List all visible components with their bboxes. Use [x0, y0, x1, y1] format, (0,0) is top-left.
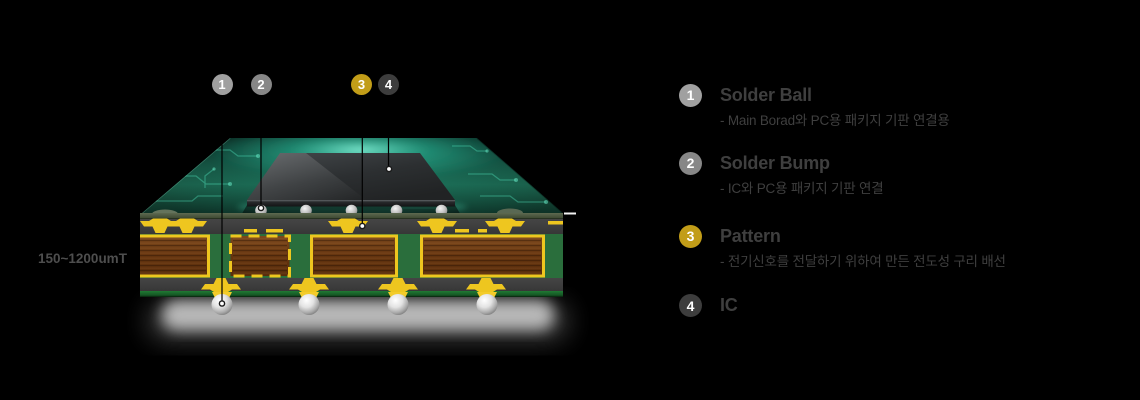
callout-number: 4 — [384, 76, 393, 92]
legend-title: IC — [720, 295, 738, 315]
gold-vias-top — [140, 218, 563, 233]
callout-leaders — [221, 94, 390, 302]
legend-desc: - 전기신호를 전달하기 위하여 만든 전도성 구리 배선 — [720, 253, 1006, 269]
legend-badge-2: 2 — [679, 151, 702, 175]
callout-balloon-2: 2 — [250, 73, 272, 95]
legend-badge-3: 3 — [679, 224, 702, 248]
gold-vias-bottom — [201, 278, 506, 292]
board-illustration — [140, 94, 576, 340]
solder-ball — [298, 294, 320, 315]
callout-dot-3 — [358, 222, 366, 230]
package-diagram: 1 2 3 4 150~1200umT — [38, 73, 576, 340]
legend-desc: - IC와 PC용 패키지 기판 연결 — [720, 180, 884, 196]
solder-balls — [211, 292, 498, 315]
legend-title: Solder Ball — [720, 84, 812, 105]
callout-number: 3 — [357, 76, 366, 92]
circuit-nodes — [212, 149, 548, 204]
legend-badge-4: 4 — [679, 294, 702, 317]
legend-title: Solder Bump — [720, 152, 830, 173]
callout-dot-4 — [385, 165, 393, 173]
legend-item-solder-ball: 1 Solder Ball - Main Borad와 PC용 패키지 기판 연… — [679, 83, 950, 129]
legend-item-solder-bump: 2 Solder Bump - IC와 PC용 패키지 기판 연결 — [679, 151, 884, 197]
copper-pattern-blocks — [140, 234, 545, 278]
ic-chip — [247, 153, 455, 207]
badge-number: 1 — [686, 87, 695, 103]
measure-tick — [564, 212, 576, 215]
badge-number: 3 — [686, 228, 695, 244]
solder-ball — [387, 294, 409, 315]
badge-number: 4 — [686, 297, 695, 314]
callout-number: 1 — [218, 76, 226, 92]
callout-dot-2 — [257, 204, 265, 212]
legend-badge-1: 1 — [679, 83, 702, 107]
legend-desc: - Main Borad와 PC용 패키지 기판 연결용 — [720, 112, 950, 128]
thickness-label: 150~1200umT — [38, 251, 127, 266]
legend: 1 Solder Ball - Main Borad와 PC용 패키지 기판 연… — [679, 0, 1119, 400]
legend-item-ic: 4 IC — [679, 294, 738, 317]
substrate-cross-section — [140, 213, 563, 297]
callout-balloon-1: 1 — [211, 73, 233, 95]
callout-dots — [218, 165, 393, 307]
callout-dot-1 — [218, 300, 226, 307]
callout-number: 2 — [257, 76, 265, 92]
badge-number: 2 — [686, 155, 695, 171]
legend-item-pattern: 3 Pattern - 전기신호를 전달하기 위하여 만든 전도성 구리 배선 — [679, 224, 1006, 270]
callout-balloon-3: 3 — [351, 73, 372, 95]
board-shadow — [148, 300, 568, 340]
solder-ball — [476, 294, 498, 315]
legend-title: Pattern — [720, 225, 781, 246]
callout-balloon-4: 4 — [378, 73, 399, 95]
